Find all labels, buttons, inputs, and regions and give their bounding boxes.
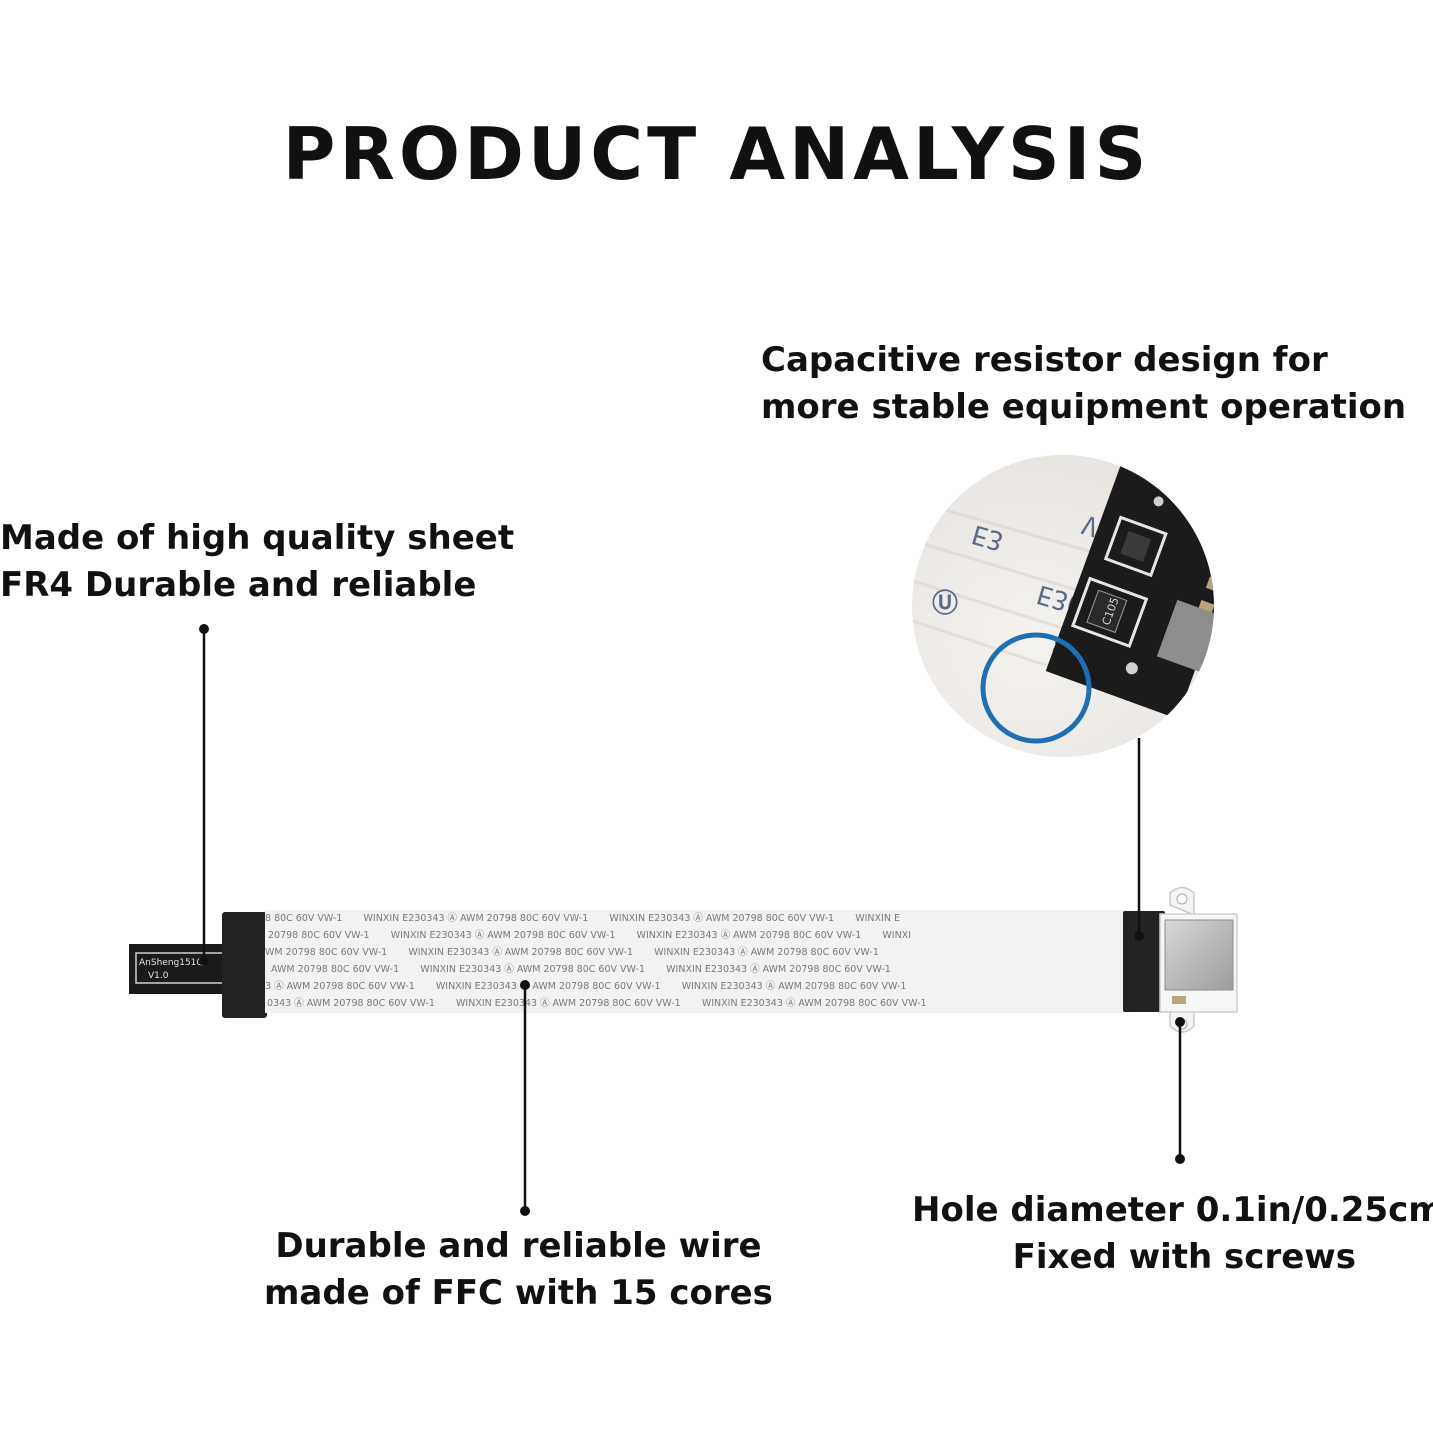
callout-wire-line2: made of FFC with 15 cores (264, 1273, 773, 1313)
cable-print-row2: 20798 80C 60V VW-1 WINXIN E230343 Ⓐ AWM … (268, 930, 911, 941)
cable-print-row6: 0343 Ⓐ AWM 20798 80C 60V VW-1 WINXIN E23… (267, 998, 927, 1009)
callout-capacitor-line2: more stable equipment operation (761, 387, 1407, 427)
callout-material: Made of high quality sheet FR4 Durable a… (0, 515, 514, 609)
screw-hole-top (1176, 893, 1188, 905)
leader-material (199, 624, 209, 966)
callout-capacitor: Capacitive resistor design for more stab… (761, 337, 1406, 431)
ul-mark: Ⓤ (932, 588, 958, 619)
left-clamp (222, 912, 267, 1018)
cable-print-row3: WM 20798 80C 60V VW-1 WINXIN E230343 Ⓐ A… (265, 947, 879, 958)
pcb-label-line2: V1.0 (148, 971, 169, 981)
callout-hole-line2: Fixed with screws (1012, 1237, 1356, 1277)
ffc-cable: 8 80C 60V VW-1 WINXIN E230343 Ⓐ AWM 2079… (265, 910, 1130, 1013)
callout-material-line2: FR4 Durable and reliable (0, 565, 477, 605)
zoom-detail: E307850 850 E3 V-1 Ⓤ C105 (912, 455, 1214, 757)
card-socket (1159, 886, 1238, 1033)
cable-print-row5: 3 Ⓐ AWM 20798 80C 60V VW-1 WINXIN E23034… (265, 981, 906, 992)
right-clamp (1123, 911, 1165, 1012)
zoom-connector (1156, 599, 1214, 681)
cable-print-row1: 8 80C 60V VW-1 WINXIN E230343 Ⓐ AWM 2079… (265, 913, 900, 924)
callout-wire: Durable and reliable wire made of FFC wi… (264, 1223, 773, 1317)
leader-hole (1175, 1017, 1185, 1164)
leader-capacitor (1134, 738, 1144, 941)
callout-hole-line1: Hole diameter 0.1in/0.25cm, (912, 1190, 1433, 1230)
cable-print-row4: AWM 20798 80C 60V VW-1 WINXIN E230343 Ⓐ … (271, 964, 891, 975)
pcb-label-line1: AnSheng1510 (139, 958, 202, 968)
callout-capacitor-line1: Capacitive resistor design for (761, 340, 1328, 380)
callout-hole: Hole diameter 0.1in/0.25cm, Fixed with s… (912, 1187, 1433, 1281)
highlight-ring (980, 632, 1092, 744)
left-pcb-plug: AnSheng1510 V1.0 (129, 944, 234, 994)
page-title: PRODUCT ANALYSIS (282, 112, 1151, 196)
callout-material-line1: Made of high quality sheet (0, 518, 515, 558)
callout-wire-line1: Durable and reliable wire (275, 1226, 762, 1266)
leader-wire (520, 980, 530, 1216)
